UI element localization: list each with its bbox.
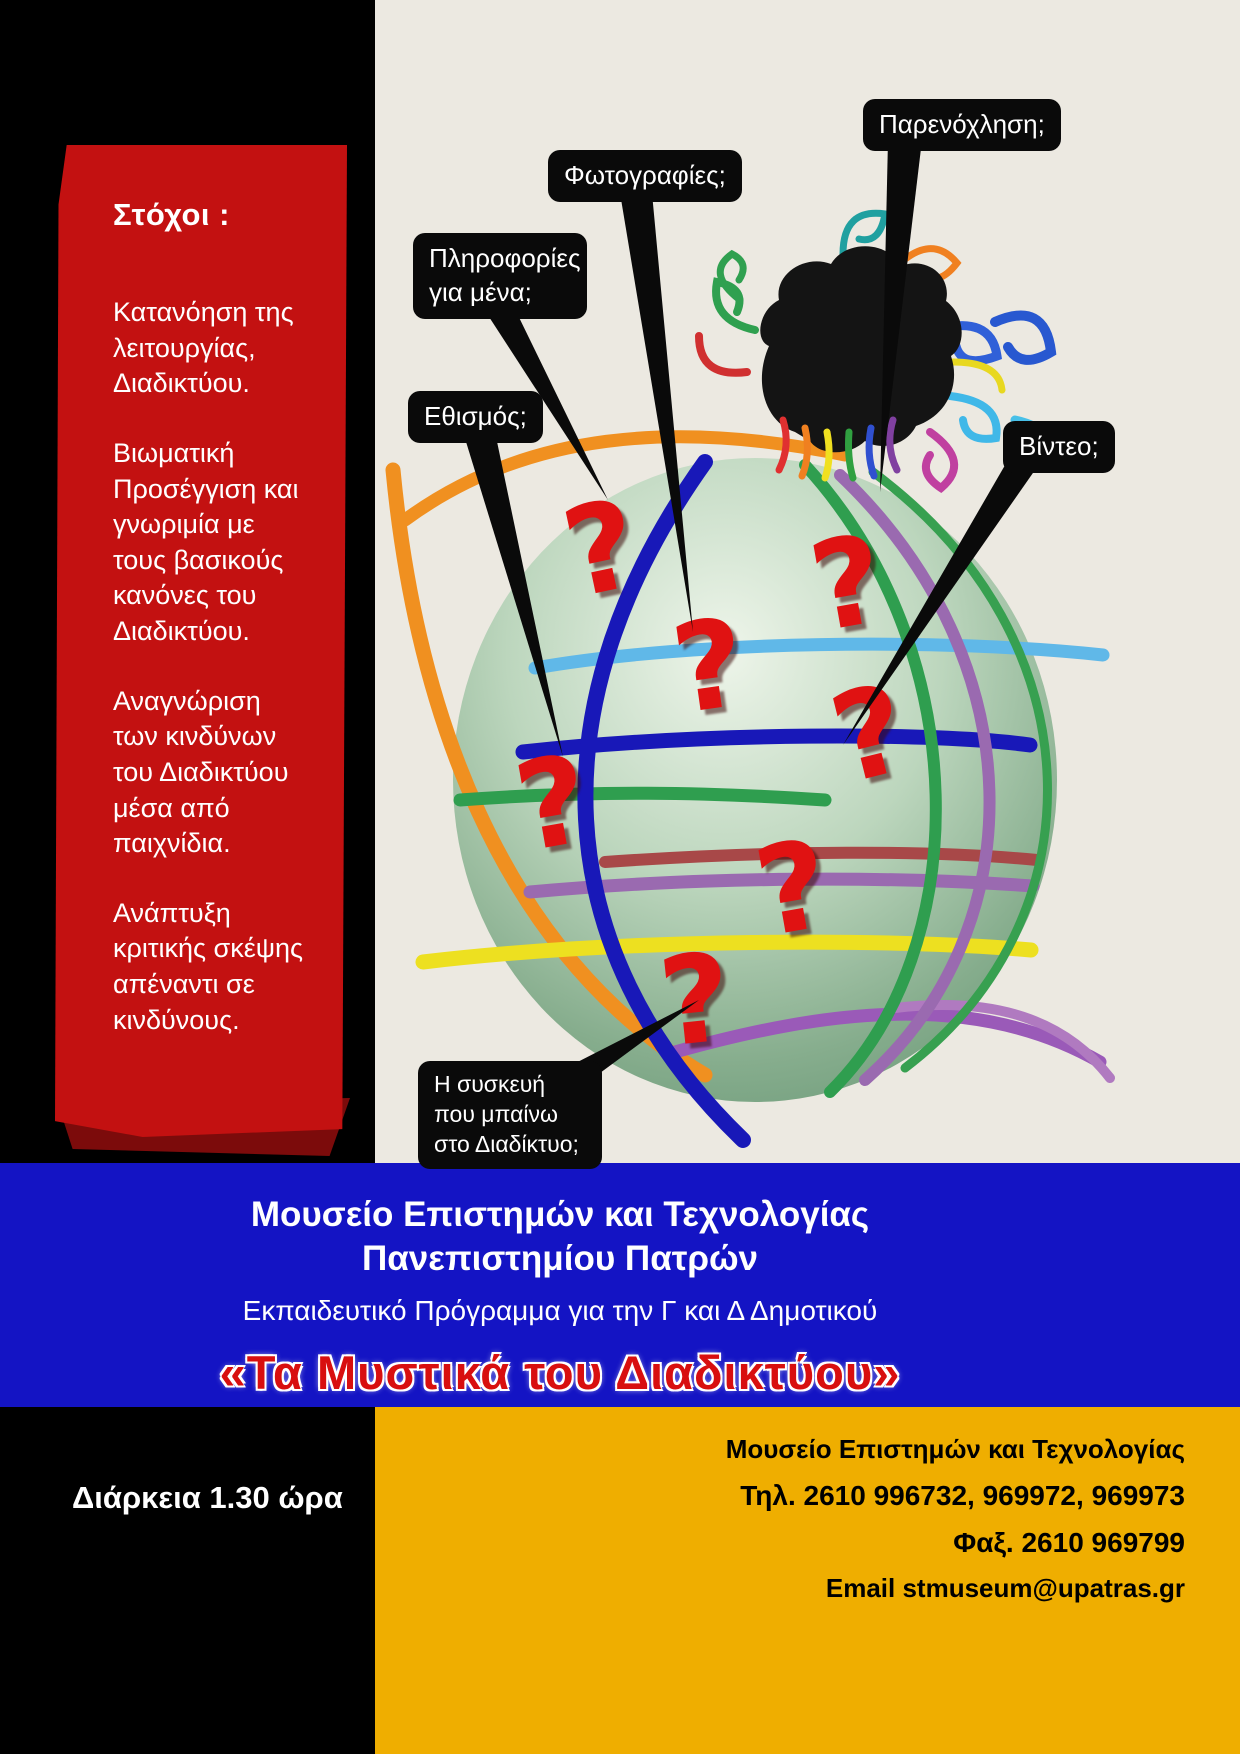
callout-tail	[880, 140, 922, 492]
contact-email: Email stmuseum@upatras.gr	[825, 1572, 1185, 1603]
internet-monster	[695, 209, 1058, 493]
goal-item: Ανάπτυξη κριτικής σκέψης απέναντι σε κιν…	[113, 897, 304, 1035]
program-description: Εκπαιδευτικό Πρόγραμμα για την Γ και Δ Δ…	[242, 1294, 878, 1326]
goal-item: Κατανόηση της λειτουργίας, Διαδικτύου.	[113, 297, 294, 399]
goals-ribbon: Στόχοι : Κατανόηση της λειτουργίας, Διαδ…	[55, 145, 347, 1137]
globe-meridian	[834, 469, 996, 1086]
globe-arc	[523, 872, 1040, 899]
globe-arc	[668, 1007, 1107, 1069]
callout-info-about-me: Πληροφορίες για μένα;	[413, 233, 587, 319]
callout-tail	[620, 193, 693, 632]
internet-globe-illustration: ? ? ? ? ? ? ?	[385, 140, 1115, 1148]
globe-arc	[599, 846, 1043, 868]
contact-museum: Μουσείο Επιστημών και Τεχνολογίας	[725, 1434, 1185, 1464]
poster-title: «Τα Μυστικά του Διαδικτύου»	[219, 1345, 901, 1399]
museum-name-line2: Πανεπιστημίου Πατρών	[361, 1238, 759, 1278]
callout-tails	[463, 140, 1042, 1104]
callout-addiction: Εθισμός;	[408, 391, 543, 443]
callout-tail	[463, 432, 563, 757]
globe-arcs	[385, 430, 1115, 1148]
callout-tail	[843, 460, 1042, 745]
globe-meridian	[577, 454, 751, 1148]
globe-arc	[385, 462, 713, 1083]
contact-fax: Φαξ. 2610 969799	[953, 1526, 1185, 1558]
goal-item: Βιωματική Προσέγγιση και γνωριμία με του…	[113, 437, 299, 646]
goal-item: Αναγνώριση των κινδύνων του Διαδικτύου μ…	[113, 685, 289, 859]
illustration-area: ? ? ? ? ? ? ? Πληροφορίες για μένα; Φωτο…	[375, 0, 1240, 1169]
contact-box: Μουσείο Επιστημών και Τεχνολογίας Τηλ. 2…	[375, 1407, 1240, 1754]
monster-tentacles	[695, 209, 1058, 493]
globe-meridian	[799, 459, 942, 1098]
goals-heading: Στόχοι :	[113, 197, 230, 232]
globe-arc	[398, 430, 852, 527]
monster-fringe	[775, 416, 901, 482]
monster-body	[760, 246, 962, 453]
callout-harassment: Παρενόχληση;	[863, 99, 1061, 151]
museum-name-line1: Μουσείο Επιστημών και Τεχνολογίας	[250, 1195, 870, 1234]
globe-arc	[453, 786, 832, 807]
museum-banner: Μουσείο Επιστημών και Τεχνολογίας Πανεπι…	[0, 1163, 1240, 1407]
callout-device: Η συσκευή που μπαίνω στο Διαδίκτυο;	[418, 1061, 602, 1169]
callout-video: Βίντεο;	[1003, 421, 1115, 473]
callout-tail	[480, 303, 608, 500]
duration-text: Διάρκεια 1.30 ώρα	[72, 1480, 343, 1515]
callout-photos: Φωτογραφίες;	[548, 150, 742, 202]
contact-phone: Τηλ. 2610 996732, 969972, 969973	[740, 1479, 1185, 1511]
question-mark: ?	[653, 926, 738, 1075]
